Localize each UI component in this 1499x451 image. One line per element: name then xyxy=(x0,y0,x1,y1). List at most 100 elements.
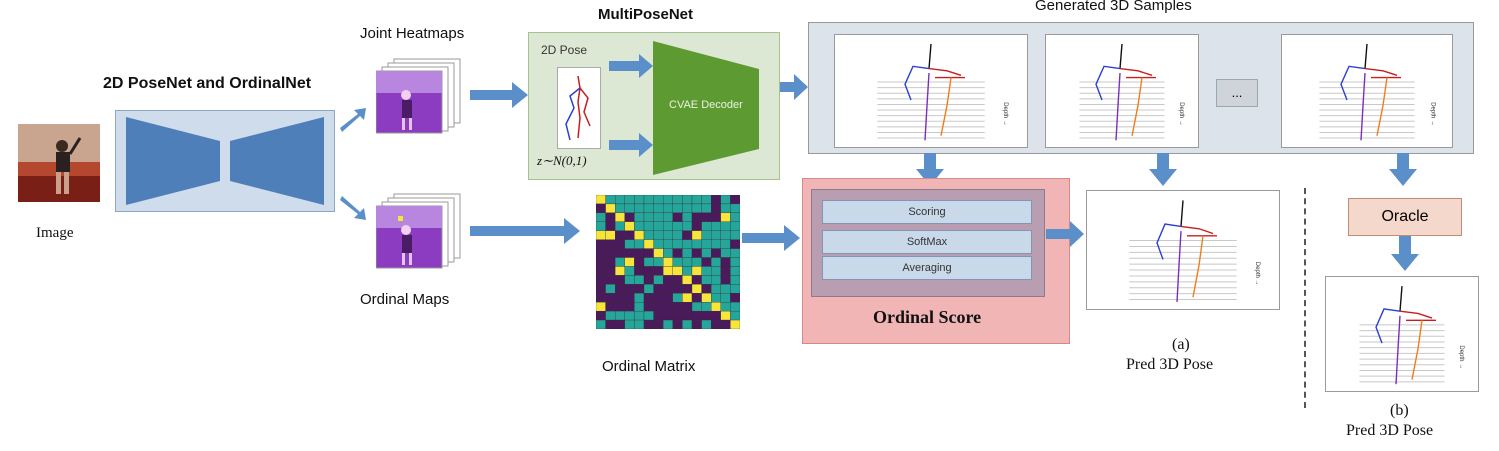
matrix-cell xyxy=(605,239,616,249)
matrix-cell xyxy=(730,266,740,276)
matrix-cell xyxy=(596,195,606,205)
matrix-cell xyxy=(691,195,702,205)
matrix-cell xyxy=(682,239,693,249)
matrix-cell xyxy=(691,239,702,249)
matrix-cell xyxy=(653,284,664,294)
matrix-cell xyxy=(596,266,606,276)
matrix-cell xyxy=(605,221,616,231)
pred-a-letter: (a) xyxy=(1172,336,1190,353)
matrix-cell xyxy=(605,266,616,276)
matrix-cell xyxy=(711,266,721,276)
matrix-cell xyxy=(682,203,693,214)
matrix-cell xyxy=(653,319,664,329)
skeleton-right-leg xyxy=(940,77,952,136)
matrix-cell xyxy=(596,212,606,222)
matrix-cell xyxy=(672,266,683,276)
matrix-cell xyxy=(720,319,731,329)
matrix-cell xyxy=(663,212,673,222)
matrix-cell xyxy=(691,275,702,285)
oracle-box: Oracle xyxy=(1348,198,1462,236)
matrix-cell xyxy=(663,230,673,240)
matrix-cell xyxy=(596,302,606,312)
skeleton-left-leg xyxy=(924,73,930,141)
matrix-cell xyxy=(624,195,635,205)
matrix-cell xyxy=(624,302,635,312)
skeleton-right-arm xyxy=(1364,67,1398,76)
matrix-cell xyxy=(663,248,673,258)
matrix-cell xyxy=(672,284,683,294)
matrix-cell xyxy=(643,195,654,205)
z-distribution-label: z∼N(0,1) xyxy=(537,153,587,168)
matrix-cell xyxy=(663,239,673,249)
matrix-cell xyxy=(672,302,683,312)
skeleton-plot: Depth → xyxy=(1079,43,1184,141)
skeleton-left-arm xyxy=(1375,308,1401,344)
matrix-cell xyxy=(643,230,654,240)
matrix-cell xyxy=(672,212,683,222)
depth-axis-label: Depth → xyxy=(1178,102,1184,126)
matrix-cell xyxy=(624,310,635,321)
skeleton-right-leg xyxy=(1192,235,1204,298)
pose2d-label: 2D Pose xyxy=(541,43,588,57)
matrix-cell xyxy=(682,257,693,267)
matrix-cell xyxy=(672,248,683,258)
decoder-to-samples-arrow xyxy=(780,74,808,100)
matrix-cell xyxy=(663,275,673,285)
ordinal-maps-label: Ordinal Maps xyxy=(360,291,450,308)
matrix-cell xyxy=(615,230,625,240)
matrix-cell xyxy=(720,221,731,231)
matrix-cell xyxy=(682,302,693,312)
matrix-cell xyxy=(605,203,616,214)
heatmaps-to-multipose-arrow xyxy=(470,82,528,108)
matrix-cell xyxy=(596,248,606,258)
matrix-cell xyxy=(615,310,625,321)
matrix-cell xyxy=(682,310,693,321)
matrix-cell xyxy=(663,266,673,276)
matrix-cell xyxy=(711,203,721,214)
matrix-cell xyxy=(682,275,693,285)
skeleton-plot: Depth → xyxy=(1359,286,1464,385)
matrix-cell xyxy=(672,310,683,321)
input-photo xyxy=(18,124,100,202)
matrix-cell xyxy=(701,293,712,303)
matrix-cell xyxy=(624,221,635,231)
matrix-cell xyxy=(701,257,712,267)
ordinal-maps-stack xyxy=(376,193,461,269)
matrix-cell xyxy=(730,293,740,303)
matrix-cell xyxy=(720,248,731,258)
matrix-cell xyxy=(615,293,625,303)
matrix-cell xyxy=(653,212,664,222)
matrix-cell xyxy=(596,310,606,321)
matrix-cell xyxy=(653,203,664,214)
matrix-cell xyxy=(691,293,702,303)
matrix-cell xyxy=(634,319,645,329)
matrix-cell xyxy=(615,212,625,222)
matrix-cell xyxy=(730,310,740,321)
matrix-cell xyxy=(605,319,616,329)
decoder-input-arrows xyxy=(609,54,653,157)
matrix-cell xyxy=(624,230,635,240)
matrix-cell xyxy=(643,293,654,303)
matrix-cell xyxy=(605,257,616,267)
matrix-cell xyxy=(596,284,606,294)
matrix-cell xyxy=(634,195,645,205)
matrix-cell xyxy=(605,230,616,240)
matrix-cell xyxy=(691,257,702,267)
matrix-cell xyxy=(720,275,731,285)
matrix-cell xyxy=(643,239,654,249)
matrix-cell xyxy=(615,302,625,312)
matrix-cell xyxy=(730,319,740,329)
cvae-decoder-label: CVAE Decoder xyxy=(669,99,743,111)
skeleton-head xyxy=(1180,200,1184,227)
matrix-cell xyxy=(634,248,645,258)
matrix-cell xyxy=(711,302,721,312)
matrix-cell xyxy=(672,203,683,214)
matrix-cell xyxy=(701,319,712,329)
matrix-cell xyxy=(634,310,645,321)
matrix-cell xyxy=(701,230,712,240)
pred-pose-b: Depth → xyxy=(1325,276,1479,392)
matrix-cell xyxy=(720,266,731,276)
matrix-cell xyxy=(643,203,654,214)
skeleton-right-arm xyxy=(1119,67,1153,76)
matrix-cell xyxy=(682,284,693,294)
